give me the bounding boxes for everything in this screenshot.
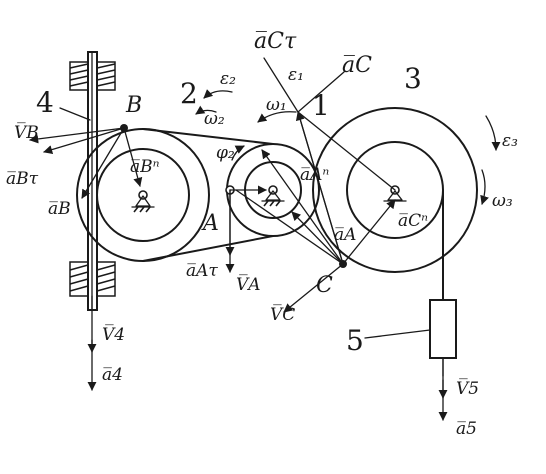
label-a5: a̅5: [456, 419, 477, 439]
label-wheel-2: 2: [180, 77, 198, 110]
arrow-vC: [283, 263, 344, 313]
load-5: [429, 299, 457, 359]
label-v4: V̅4: [102, 324, 125, 345]
arrow-aB-n: [123, 127, 143, 187]
label-w1: ω₁: [266, 95, 287, 115]
label-v5: V̅5: [456, 378, 479, 399]
label-rod-4: 4: [36, 86, 54, 119]
arrow-vB: [29, 127, 125, 144]
label-a4: a̅4: [102, 365, 123, 385]
label-wheel-1: 1: [312, 89, 330, 122]
label-load-5: 5: [346, 324, 364, 357]
label-aA: a̅A: [334, 225, 356, 245]
label-w2: ω₂: [204, 109, 225, 129]
label-vA: V̅A: [236, 274, 261, 295]
wheel-2: [76, 128, 210, 262]
label-vC: V̅C: [270, 304, 295, 325]
label-vB: V̅B: [14, 122, 39, 143]
label-aB-n: a̅Bⁿ: [130, 157, 160, 177]
arc-phi2: [231, 145, 245, 161]
label-eps2: ε₂: [220, 69, 236, 89]
label-point-C: C: [316, 273, 333, 298]
arc-w2: [195, 105, 217, 115]
label-w3: ω₃: [492, 191, 513, 211]
label-eps3: ε₃: [502, 131, 518, 151]
arrow-aB-tau: [43, 127, 125, 155]
label-aC-n: a̅Cⁿ: [398, 211, 428, 231]
label-eps1: ε₁: [288, 65, 304, 85]
label-phi2: φ₂: [216, 143, 235, 163]
label-point-A: A: [201, 211, 219, 236]
label-wheel-3: 3: [404, 62, 422, 95]
label-aB-tau: a̅Bτ: [6, 169, 39, 189]
arc-w1: [257, 111, 297, 123]
arc-w3: [480, 169, 489, 205]
arrow-aC-tau: [261, 149, 344, 265]
label-aB: a̅B: [48, 199, 71, 219]
link-rod: [235, 111, 396, 265]
belt: [142, 128, 274, 262]
guide-bottom: [69, 261, 116, 297]
arrow-aC: [295, 111, 344, 265]
arc-eps2: [203, 89, 233, 99]
label-aA-tau: a̅Aτ: [186, 261, 218, 281]
label-point-B: B: [125, 93, 142, 118]
arrow-aB: [81, 127, 125, 199]
arc-eps3: [485, 115, 501, 151]
label-aA-n: a̅Aⁿ: [300, 165, 329, 185]
guide-top: [69, 61, 116, 91]
arrow-aA: [291, 211, 344, 265]
label-aC: a̅C: [342, 53, 372, 78]
arrow-aC-n: [342, 199, 396, 265]
label-aC-tau: a̅Cτ: [254, 29, 297, 54]
